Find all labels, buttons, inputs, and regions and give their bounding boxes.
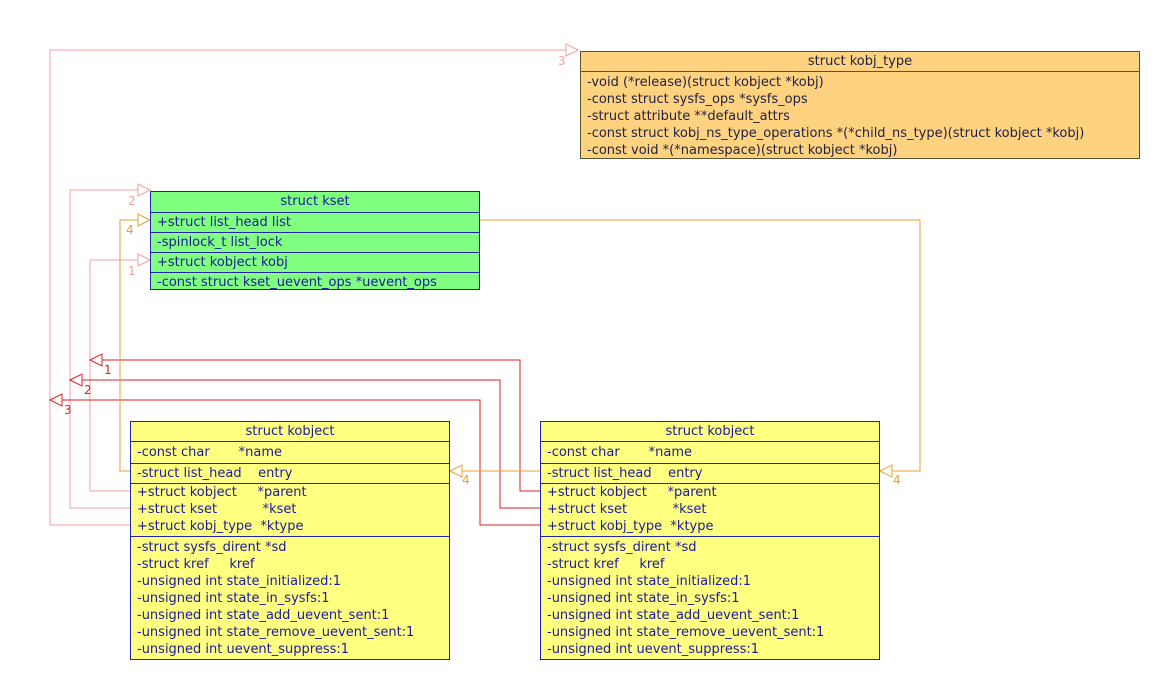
- kobj-type-box[interactable]: struct kobj_type -void (*release)(struct…: [580, 51, 1140, 159]
- label-1-parent: 1: [104, 363, 112, 377]
- kobj-type-field-release: -void (*release)(struct kobject *kobj): [587, 75, 824, 90]
- kobject-field-state-in-sysfs: -unsigned int state_in_sysfs:1: [137, 591, 330, 606]
- kobject-field-state-initialized: -unsigned int state_initialized:1: [137, 574, 342, 589]
- arrowhead-right-ktype: [48, 393, 63, 407]
- kobject-field-kset: +struct kset *kset: [547, 502, 707, 517]
- kobj-type-field-sysfs-ops: -const struct sysfs_ops *sysfs_ops: [587, 92, 808, 107]
- kobject-field-state-add-uevent-sent: -unsigned int state_add_uevent_sent:1: [137, 608, 390, 623]
- kobject-field-name: -const char *name: [137, 445, 283, 460]
- arrowhead-left-entry: [448, 464, 463, 478]
- kobject-title: struct kobject: [131, 422, 449, 442]
- link-kset-list-to-right-entry: [480, 219, 921, 472]
- kobject-field-ktype: +struct kobj_type *ktype: [547, 519, 714, 534]
- label-1-kobj: 1: [128, 264, 136, 278]
- kobject-field-parent: +struct kobject *parent: [547, 485, 717, 500]
- kobject-field-state-initialized: -unsigned int state_initialized:1: [547, 574, 752, 589]
- label-4-list: 4: [126, 223, 134, 237]
- kobj-type-title: struct kobj_type: [581, 52, 1139, 72]
- kobject-field-state-add-uevent-sent: -unsigned int state_add_uevent_sent:1: [547, 608, 800, 623]
- label-4-right-entry: 4: [893, 473, 901, 487]
- kset-field-uevent-ops: -const struct kset_uevent_ops *uevent_op…: [157, 275, 437, 290]
- kobj-type-field-child-ns-type: -const struct kobj_ns_type_operations *(…: [587, 126, 1085, 141]
- label-3-ktype: 3: [64, 403, 72, 417]
- kset-box[interactable]: struct kset +struct list_head list -spin…: [150, 191, 480, 290]
- kset-title: struct kset: [151, 192, 479, 213]
- kobject-field-name: -const char *name: [547, 445, 693, 460]
- kobject-field-kset: +struct kset *kset: [137, 502, 297, 517]
- kset-field-list: +struct list_head list: [151, 213, 479, 233]
- kobject-field-kref: -struct kref kref: [547, 557, 665, 572]
- kobj-type-field-default-attrs: -struct attribute **default_attrs: [587, 109, 790, 124]
- link-left-entry-to-kset-list: [119, 219, 150, 472]
- link-right-parent: [90, 359, 540, 492]
- link-kset-to-kset: [69, 189, 150, 509]
- kobject-field-sd: -struct sysfs_dirent *sd: [137, 540, 287, 555]
- label-4-left-entry: 4: [462, 473, 470, 487]
- kobject-box-left[interactable]: struct kobject -const char *name -struct…: [130, 421, 450, 660]
- kobject-field-entry: -struct list_head entry: [137, 466, 293, 481]
- kobject-field-state-in-sysfs: -unsigned int state_in_sysfs:1: [547, 591, 740, 606]
- kobject-field-uevent-suppress: -unsigned int uevent_suppress:1: [547, 642, 760, 657]
- kobject-field-kref: -struct kref kref: [137, 557, 255, 572]
- arrowhead-kset-kobj: [137, 253, 152, 267]
- arrowhead-right-kset: [68, 373, 83, 387]
- arrowhead-right-parent: [88, 353, 103, 367]
- kobject-field-parent: +struct kobject *parent: [137, 485, 307, 500]
- arrowhead-right-entry: [878, 464, 893, 478]
- kobject-field-state-remove-uevent-sent: -unsigned int state_remove_uevent_sent:1: [137, 625, 415, 640]
- link-right-kset: [70, 379, 540, 509]
- kobject-field-entry: -struct list_head entry: [547, 466, 703, 481]
- kobject-title: struct kobject: [541, 422, 879, 442]
- kobj-type-field-namespace: -const void *(*namespace)(struct kobject…: [587, 143, 898, 158]
- label-2-kset: 2: [128, 194, 136, 208]
- link-right-ktype: [50, 399, 540, 526]
- kobject-box-right[interactable]: struct kobject -const char *name -struct…: [540, 421, 880, 660]
- kobject-field-uevent-suppress: -unsigned int uevent_suppress:1: [137, 642, 350, 657]
- label-2-kset: 2: [84, 383, 92, 397]
- kobject-field-sd: -struct sysfs_dirent *sd: [547, 540, 697, 555]
- kset-field-list-lock: -spinlock_t list_lock: [151, 233, 479, 253]
- kobject-field-state-remove-uevent-sent: -unsigned int state_remove_uevent_sent:1: [547, 625, 825, 640]
- label-3-ktype: 3: [558, 54, 566, 68]
- arrowhead-kset-top: [137, 183, 152, 197]
- kobject-field-ktype: +struct kobj_type *ktype: [137, 519, 304, 534]
- link-ktype-to-kobj-type: [49, 49, 578, 526]
- arrowhead-kobj-type: [565, 43, 580, 57]
- arrowhead-kset-list: [137, 213, 152, 227]
- kset-field-kobj: +struct kobject kobj: [151, 253, 479, 273]
